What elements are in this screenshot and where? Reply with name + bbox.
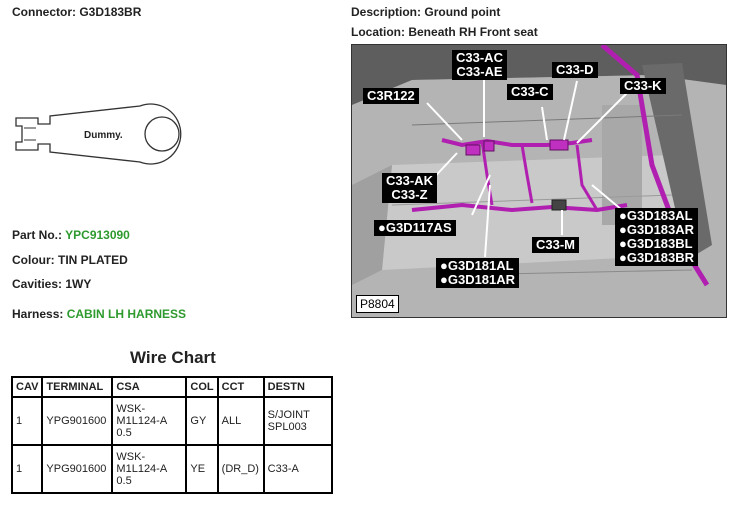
description-value: Ground point bbox=[424, 5, 501, 19]
drawing-text: Dummy. bbox=[84, 130, 123, 141]
cell-col: GY bbox=[185, 396, 219, 446]
tag-g3d181al: ●G3D181AL bbox=[440, 258, 514, 273]
tag-g3d117as: ●G3D117AS bbox=[374, 220, 456, 236]
cell-destn: S/JOINT SPL003 bbox=[262, 396, 333, 446]
cell-destn: C33-A bbox=[262, 444, 333, 494]
tag-c33-z: C33-Z bbox=[391, 187, 428, 202]
wire-chart-title: Wire Chart bbox=[130, 348, 216, 367]
header-cct: CCT bbox=[216, 376, 265, 398]
harness-value[interactable]: CABIN LH HARNESS bbox=[66, 307, 187, 321]
tag-c33-c: C33-C bbox=[507, 84, 553, 100]
part-no-label: Part No.: YPC913090 bbox=[12, 228, 130, 242]
tag-c33-ac-ae: C33-AC C33-AE bbox=[452, 50, 507, 80]
header-col: COL bbox=[185, 376, 219, 398]
location-label: Location: Beneath RH Front seat bbox=[351, 25, 538, 39]
tag-g3d181-group: ●G3D181AL ●G3D181AR bbox=[436, 258, 520, 288]
tag-c33-ae: C33-AE bbox=[456, 64, 503, 79]
cell-csa: WSK-M1L124-A 0.5 bbox=[111, 396, 188, 446]
tag-c3r122: C3R122 bbox=[363, 88, 419, 104]
harness-label: Harness: CABIN LH HARNESS bbox=[12, 307, 187, 321]
tag-g3d183al: ●G3D183AL bbox=[619, 208, 693, 223]
tag-g3d183bl: ●G3D183BL bbox=[619, 236, 693, 251]
tag-c33-ac: C33-AC bbox=[456, 50, 503, 65]
cell-cct: ALL bbox=[216, 396, 265, 446]
header-csa: CSA bbox=[111, 376, 188, 398]
wire-chart-table: CAV TERMINAL CSA COL CCT DESTN 1 YPG9016… bbox=[10, 376, 333, 494]
tag-g3d183br: ●G3D183BR bbox=[619, 250, 695, 265]
description-label: Description: Ground point bbox=[351, 5, 501, 19]
cell-cct: (DR_D) bbox=[216, 444, 265, 494]
part-no-value[interactable]: YPC913090 bbox=[65, 228, 130, 242]
header-terminal: TERMINAL bbox=[41, 376, 114, 398]
tag-c33-m: C33-M bbox=[532, 237, 580, 253]
colour-value: TIN PLATED bbox=[58, 253, 128, 267]
colour-label: Colour: TIN PLATED bbox=[12, 253, 128, 267]
connector-label: Connector: G3D183BR bbox=[12, 5, 142, 19]
tag-c33-d: C33-D bbox=[552, 62, 598, 78]
table-row: 1 YPG901600 WSK-M1L124-A 0.5 GY ALL S/JO… bbox=[10, 396, 333, 446]
cavities-label: Cavities: 1WY bbox=[12, 277, 92, 291]
tag-g3d183ar: ●G3D183AR bbox=[619, 222, 695, 237]
ring-terminal-drawing: Dummy. bbox=[15, 103, 182, 165]
tag-c33-ak-z: C33-AK C33-Z bbox=[382, 173, 437, 203]
cell-cav: 1 bbox=[10, 396, 44, 446]
tag-g3d181ar: ●G3D181AR bbox=[440, 272, 516, 287]
tag-c33-k: C33-K bbox=[620, 78, 666, 94]
table-row: 1 YPG901600 WSK-M1L124-A 0.5 YE (DR_D) C… bbox=[10, 444, 333, 494]
location-photo: C33-AC C33-AE C33-D C3R122 C33-C C33-K C… bbox=[351, 44, 727, 318]
connector-value: G3D183BR bbox=[79, 5, 142, 19]
cell-col: YE bbox=[185, 444, 219, 494]
tag-g3d183-group: ●G3D183AL ●G3D183AR ●G3D183BL ●G3D183BR bbox=[615, 208, 699, 266]
header-destn: DESTN bbox=[262, 376, 333, 398]
tag-c33-ak: C33-AK bbox=[386, 173, 433, 188]
cavities-value: 1WY bbox=[65, 277, 92, 291]
cell-cav: 1 bbox=[10, 444, 44, 494]
header-cav: CAV bbox=[10, 376, 44, 398]
location-value: Beneath RH Front seat bbox=[408, 25, 538, 39]
wire-chart-header-row: CAV TERMINAL CSA COL CCT DESTN bbox=[10, 376, 333, 398]
cell-csa: WSK-M1L124-A 0.5 bbox=[111, 444, 188, 494]
photo-ref-label: P8804 bbox=[356, 295, 399, 313]
cell-terminal: YPG901600 bbox=[41, 444, 114, 494]
cell-terminal: YPG901600 bbox=[41, 396, 114, 446]
